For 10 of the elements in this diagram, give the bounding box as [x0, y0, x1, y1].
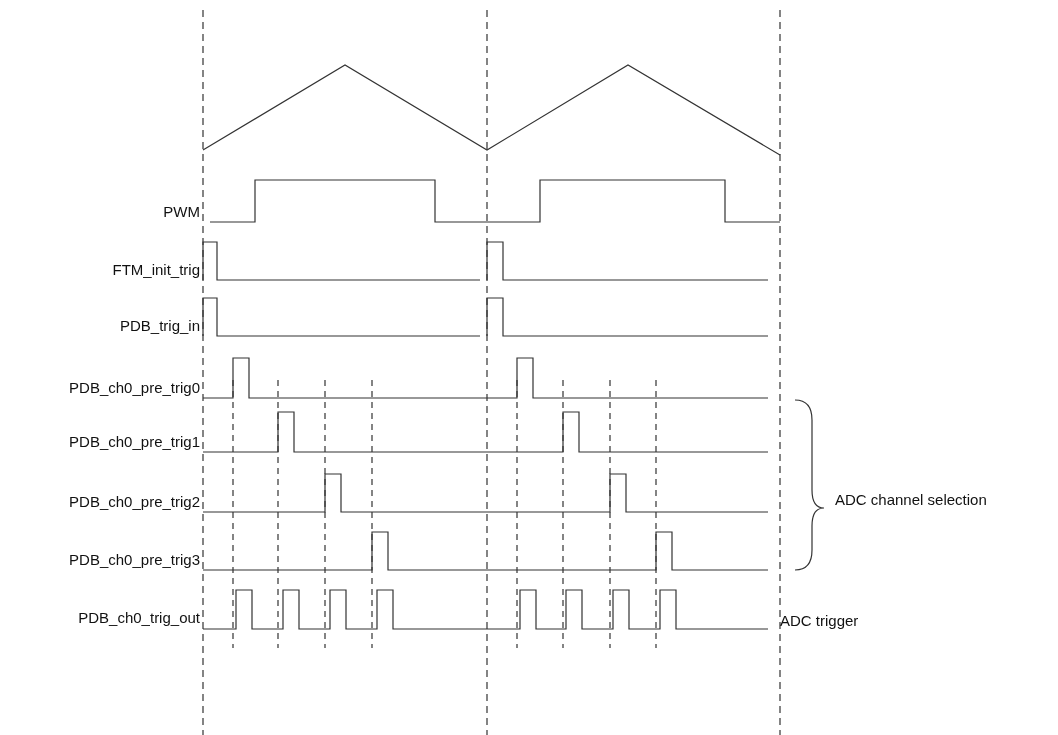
signal-label: PDB_trig_in: [119, 317, 200, 335]
annotation-label: ADC trigger: [780, 612, 859, 630]
signal-label: PWM: [163, 203, 200, 221]
signal-label: FTM_init_trig: [112, 261, 200, 279]
annotation-label: ADC channel selection: [835, 491, 987, 509]
signal-label: PDB_ch0_pre_trig2: [69, 493, 200, 511]
signal-label: PDB_ch0_pre_trig3: [69, 551, 200, 569]
signal-label: PDB_ch0_pre_trig1: [69, 433, 200, 451]
signal-label: PDB_ch0_pre_trig0: [69, 379, 200, 397]
signal-label: PDB_ch0_trig_out: [78, 609, 200, 627]
